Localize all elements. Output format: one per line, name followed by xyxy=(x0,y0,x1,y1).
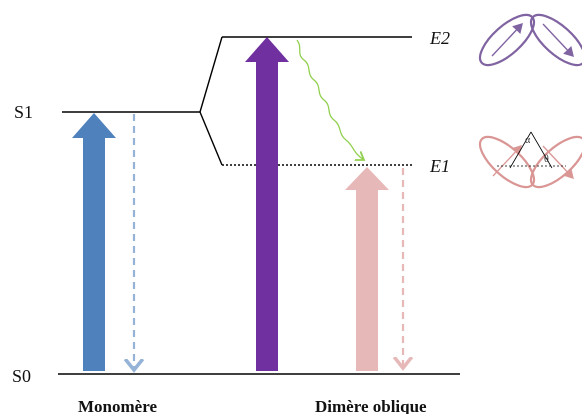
e1-label: E1 xyxy=(429,156,450,176)
e2-label: E2 xyxy=(429,28,450,48)
wavy-arrow-icon xyxy=(296,39,364,160)
dimer-e1-transition-arrow xyxy=(345,167,389,371)
s0-label: S0 xyxy=(12,366,31,386)
splitting-connector-lower xyxy=(199,111,223,166)
dimer-caption: Dimère oblique xyxy=(315,397,427,414)
splitting-connector-upper xyxy=(199,36,223,113)
antiparallel-dipoles-icon xyxy=(478,13,582,67)
s1-label: S1 xyxy=(14,102,33,122)
alpha-label: α xyxy=(525,135,531,146)
monomer-absorption-arrow xyxy=(72,113,116,371)
parallel-dipoles-icon: α θ xyxy=(478,131,582,189)
dimer-absorption-arrow xyxy=(245,37,289,371)
monomer-caption: Monomère xyxy=(78,397,157,414)
theta-label: θ xyxy=(544,154,549,165)
